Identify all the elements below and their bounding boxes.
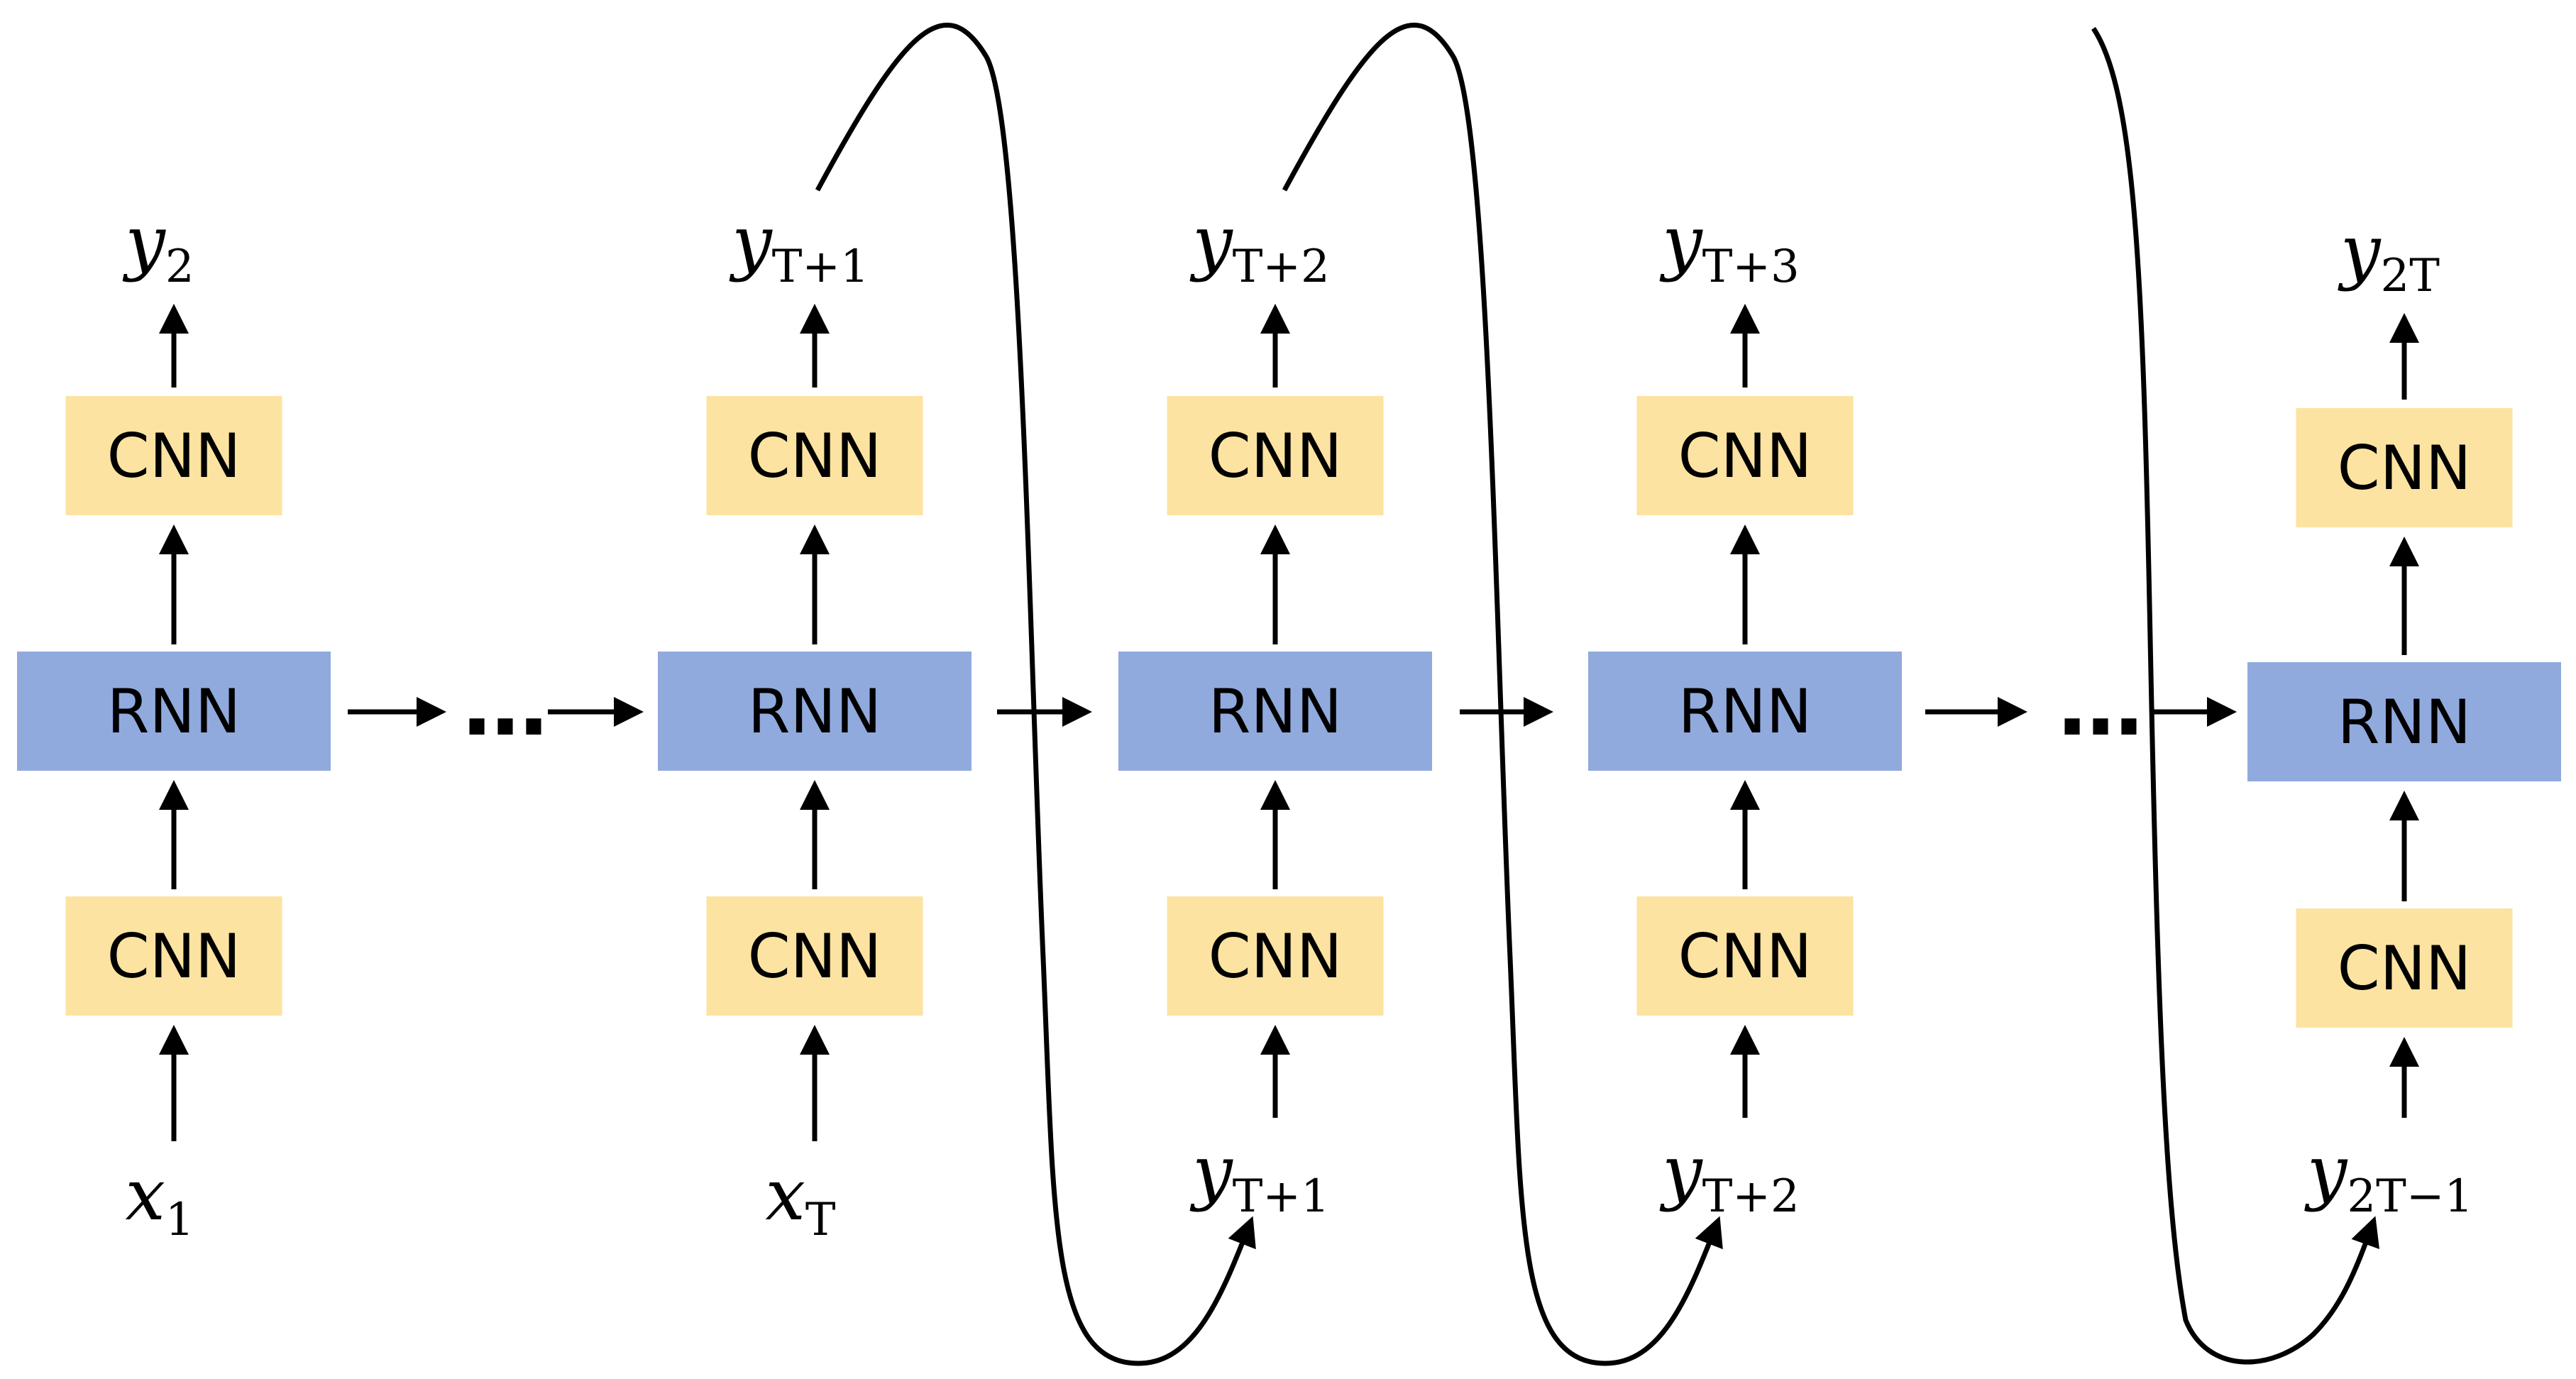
- feedback-curve-2: [1282, 22, 1723, 1366]
- cnn-output-4-label: CNN: [1678, 421, 1812, 492]
- rnn-4-label: RNN: [1678, 676, 1812, 747]
- cnn-output-1-label: CNN: [107, 421, 241, 492]
- rnn-5-box: [2247, 662, 2561, 781]
- output-label-2: yT+1: [729, 200, 869, 293]
- cnn-output-2-label: CNN: [748, 421, 882, 492]
- output-label-1: y2: [122, 200, 194, 293]
- cnn-output-2-box: [706, 396, 923, 515]
- rnn-1-label: RNN: [107, 676, 241, 747]
- input-label-3: yT+1: [1189, 1130, 1330, 1223]
- input-label-2: xT: [765, 1153, 835, 1246]
- cnn-input-4-label: CNN: [1678, 921, 1812, 992]
- rnn-3-label: RNN: [1209, 676, 1342, 747]
- rnn-3-box: [1118, 652, 1432, 771]
- feedback-curve-1: [815, 22, 1256, 1366]
- cnn-output-5-box: [2296, 408, 2513, 527]
- labels: RNN CNN CNN y2 x1 RNN CNN CNN yT+1 xT RNN CNN CNN yT+…: [107, 200, 2473, 1246]
- cnn-input-5-box: [2296, 908, 2513, 1028]
- boxes: [17, 396, 2561, 1028]
- cnn-output-3-box: [1167, 396, 1384, 515]
- cnn-input-5-label: CNN: [2338, 933, 2472, 1004]
- cnn-output-5-label: CNN: [2338, 433, 2472, 504]
- cnn-input-1-box: [65, 896, 282, 1016]
- cnn-output-3-label: CNN: [1209, 421, 1343, 492]
- input-label-5: y2T−1: [2304, 1130, 2473, 1223]
- output-label-4: yT+3: [1659, 200, 1800, 293]
- cnn-output-4-box: [1636, 396, 1854, 515]
- feedback-curves: [815, 22, 2380, 1366]
- rnn-2-box: [658, 652, 971, 771]
- rnn-4-box: [1588, 652, 1902, 771]
- feedback-curve-3: [2091, 27, 2380, 1365]
- arrows: [159, 304, 2419, 1141]
- rnn-5-label: RNN: [2338, 687, 2471, 758]
- output-label-3: yT+2: [1189, 200, 1330, 293]
- rnn-1-box: [17, 652, 331, 771]
- ellipsis-1: …: [463, 656, 548, 755]
- cnn-input-4-box: [1636, 896, 1854, 1016]
- output-label-5: y2T: [2338, 209, 2440, 302]
- input-label-1: x1: [125, 1153, 194, 1246]
- cnn-input-1-label: CNN: [107, 921, 241, 992]
- input-label-4: yT+2: [1659, 1130, 1800, 1223]
- cnn-input-3-label: CNN: [1209, 921, 1343, 992]
- ellipsis-2: …: [2058, 656, 2143, 755]
- cnn-input-2-label: CNN: [748, 921, 882, 992]
- cnn-output-1-box: [65, 396, 282, 515]
- cnn-input-3-box: [1167, 896, 1384, 1016]
- cnn-input-2-box: [706, 896, 923, 1016]
- rnn-2-label: RNN: [748, 676, 881, 747]
